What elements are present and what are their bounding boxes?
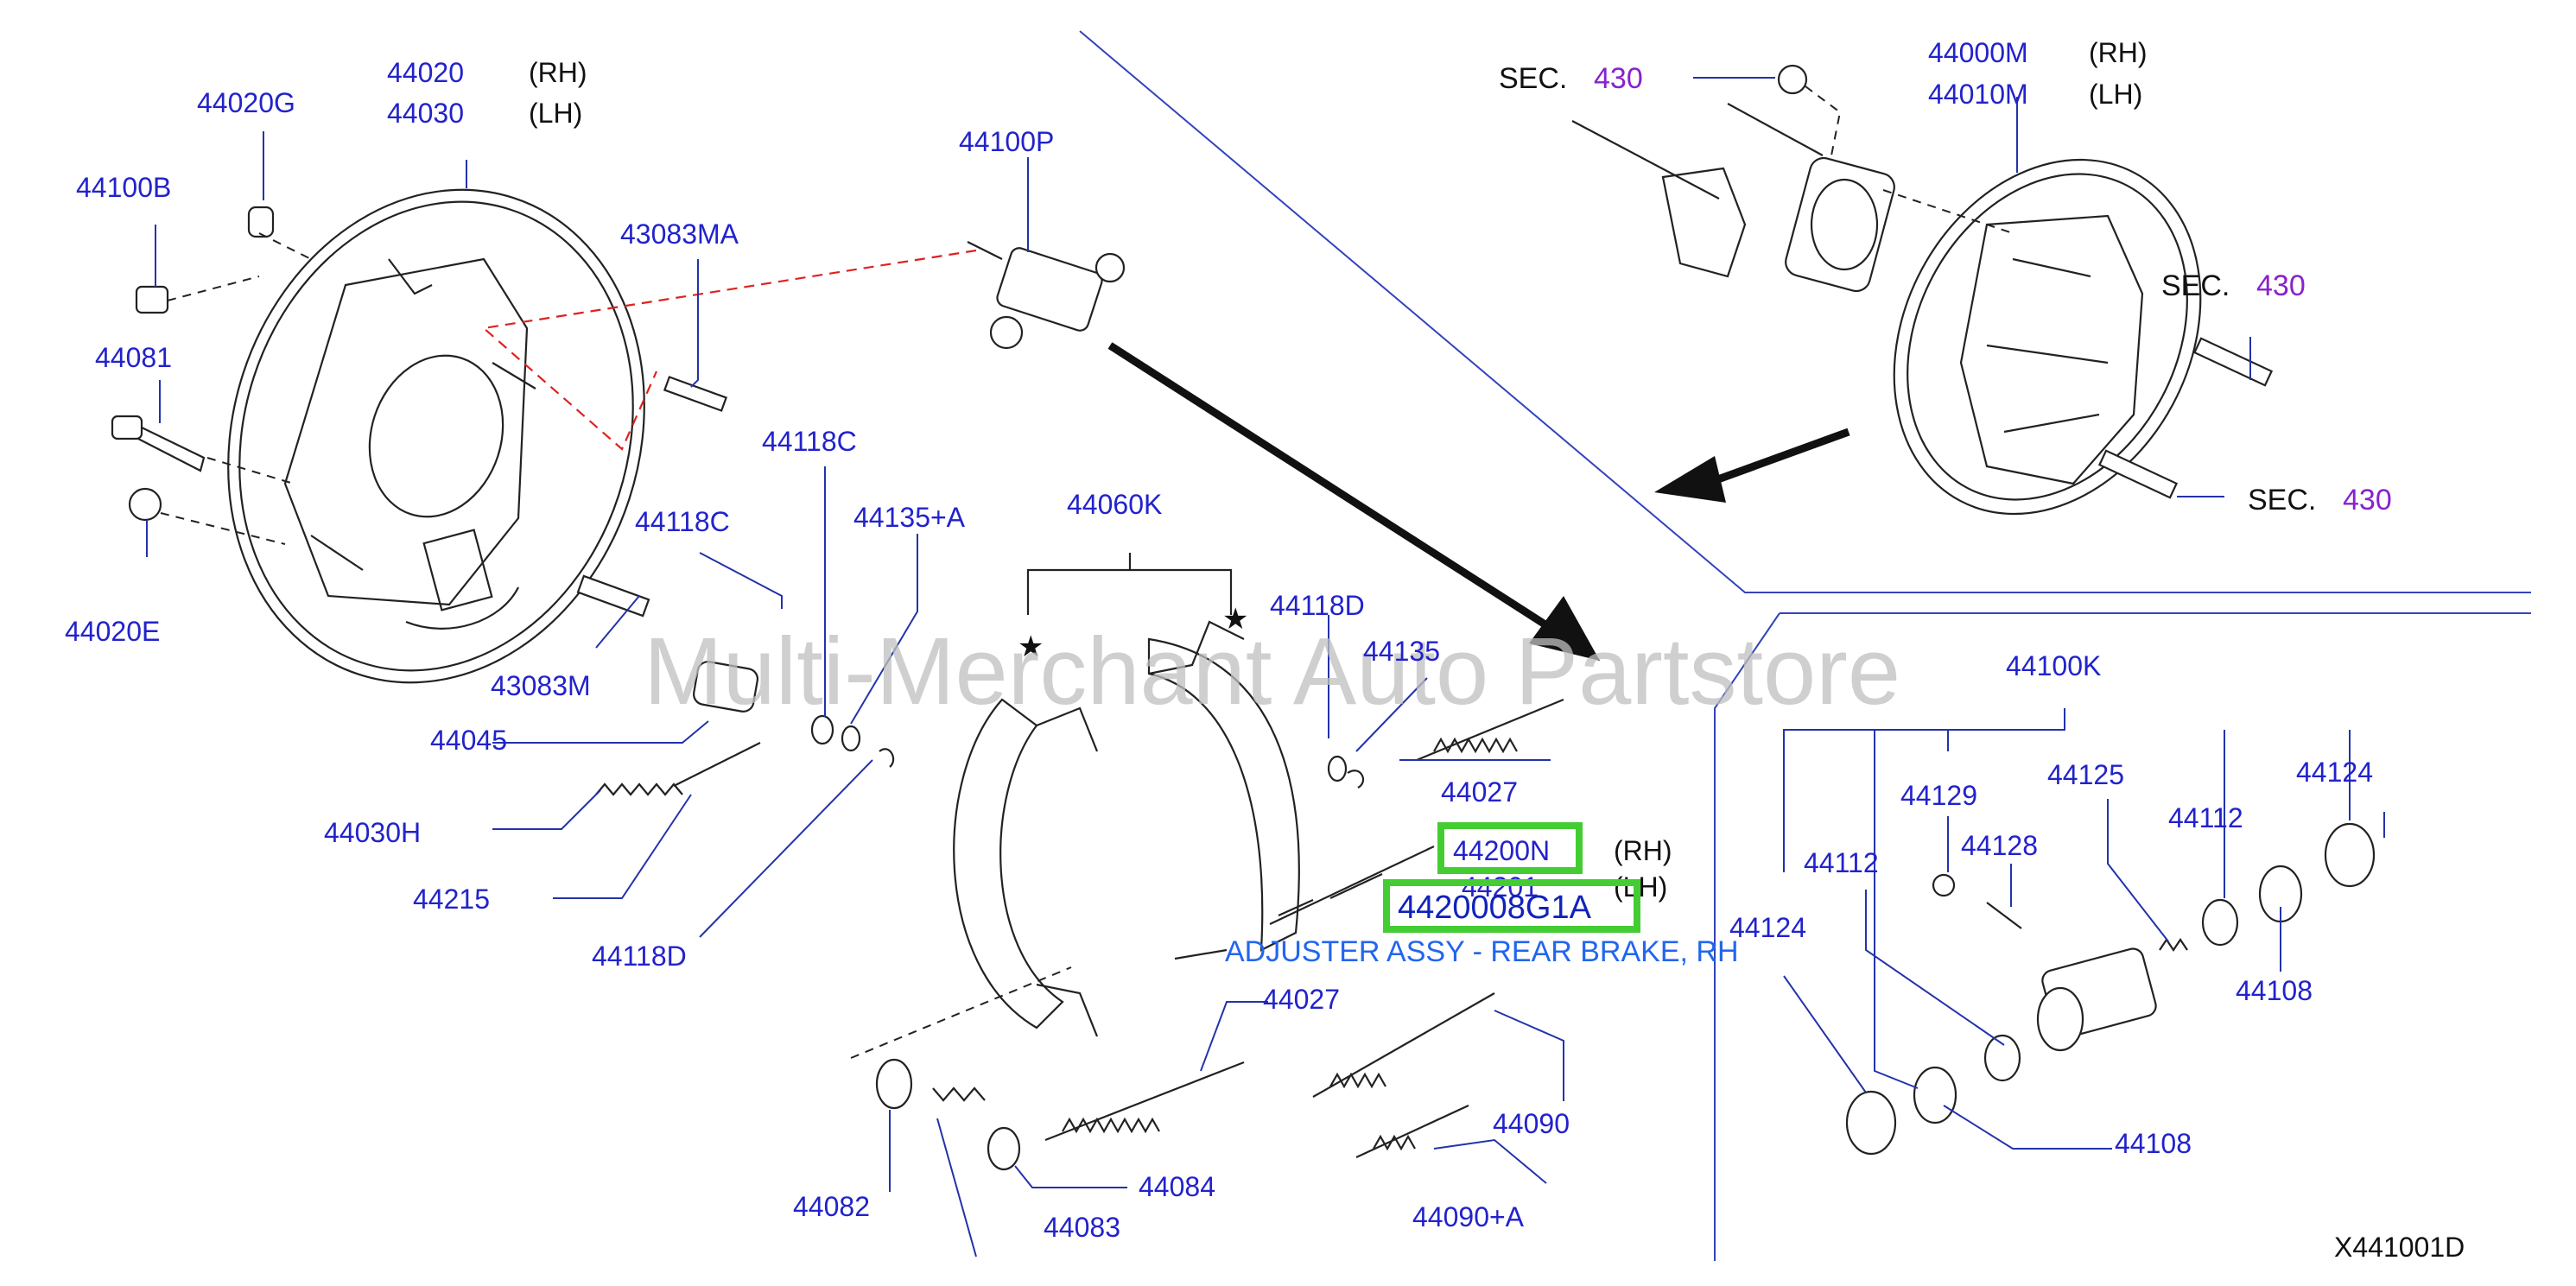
part-label-44118d-a[interactable]: 44118D — [592, 941, 687, 972]
part-label-44027-a[interactable]: 44027 — [1441, 776, 1518, 808]
diagram-reference-code: X441001D — [2334, 1232, 2465, 1263]
selected-part-description: ADJUSTER ASSY - REAR BRAKE, RH — [1225, 935, 1739, 968]
callout-star-icon: ★ — [1018, 630, 1044, 663]
side-label-rh: (RH) — [2089, 37, 2148, 68]
part-label-44100b[interactable]: 44100B — [76, 172, 171, 203]
part-label-44000m[interactable]: 44000M — [1928, 37, 2028, 68]
part-label-44201[interactable]: 44201 — [1462, 871, 1539, 903]
section-label: SEC. — [2161, 269, 2230, 302]
part-label-44030[interactable]: 44030 — [387, 98, 464, 129]
exploded-cylinder-drawing — [1845, 822, 2376, 1156]
part-label-44135a[interactable]: 44135+A — [853, 502, 966, 533]
brake-assembly-drawing — [1571, 64, 2274, 516]
part-label-44118d-b[interactable]: 44118D — [1270, 590, 1365, 621]
section-number-link[interactable]: 430 — [2256, 269, 2306, 302]
part-label-44081[interactable]: 44081 — [95, 342, 172, 373]
section-separators — [1079, 30, 2531, 1261]
part-label-44108-a[interactable]: 44108 — [2236, 975, 2313, 1006]
side-label-lh: (LH) — [529, 98, 582, 129]
part-label-44020g[interactable]: 44020G — [197, 87, 295, 118]
part-label-44118c-a[interactable]: 44118C — [762, 426, 857, 457]
part-label-44082[interactable]: 44082 — [793, 1191, 870, 1222]
part-label-44125[interactable]: 44125 — [2047, 759, 2124, 790]
part-label-44020e[interactable]: 44020E — [65, 616, 160, 647]
part-label-44100p[interactable]: 44100P — [959, 126, 1054, 157]
part-label-44090a[interactable]: 44090+A — [1412, 1201, 1525, 1232]
watermark: Multi-Merchant Auto Partstore — [644, 618, 1900, 725]
part-label-44100k[interactable]: 44100K — [2006, 650, 2101, 681]
part-label-44124-a[interactable]: 44124 — [2296, 757, 2373, 788]
part-label-43083m[interactable]: 43083M — [491, 670, 591, 701]
part-label-44200n[interactable]: 44200N — [1453, 835, 1550, 866]
part-label-44112-a[interactable]: 44112 — [1804, 847, 1879, 878]
part-label-44129[interactable]: 44129 — [1900, 780, 1977, 811]
part-labels: 44020 (RH) 44030 (LH) 44020G 44100B 4408… — [65, 37, 2465, 1263]
backing-plate-drawing — [227, 188, 645, 684]
selected-part-number[interactable]: 4420008G1A — [1398, 890, 1592, 926]
part-label-44020[interactable]: 44020 — [387, 57, 464, 88]
section-label: SEC. — [1499, 62, 1567, 95]
part-label-44010m[interactable]: 44010M — [1928, 79, 2028, 110]
left-fasteners — [111, 206, 728, 545]
highlight-selected-part — [1383, 879, 1640, 933]
side-label-rh: (RH) — [1614, 835, 1672, 866]
part-label-44090[interactable]: 44090 — [1493, 1108, 1570, 1139]
part-label-44083[interactable]: 44083 — [1044, 1212, 1120, 1243]
leader-lines — [146, 77, 2385, 1257]
part-label-44045[interactable]: 44045 — [430, 725, 507, 756]
side-label-lh: (LH) — [1614, 871, 1667, 903]
part-label-44060k[interactable]: 44060K — [1067, 489, 1162, 520]
part-label-43083ma[interactable]: 43083MA — [620, 219, 739, 250]
side-label-rh: (RH) — [529, 57, 587, 88]
wheel-cylinder-44100p — [481, 241, 1126, 451]
section-number-link[interactable]: 430 — [2343, 484, 2392, 516]
highlight-44200n — [1437, 822, 1583, 874]
part-label-44128[interactable]: 44128 — [1961, 830, 2038, 861]
part-label-44084[interactable]: 44084 — [1139, 1171, 1215, 1202]
callout-star-icon: ★ — [1222, 603, 1248, 636]
brake-shoes-drawing: ★ ★ — [953, 553, 1300, 1037]
direction-arrow — [1107, 342, 1850, 661]
part-label-44030h[interactable]: 44030H — [324, 817, 421, 848]
side-label-lh: (LH) — [2089, 79, 2142, 110]
section-label: SEC. — [2248, 484, 2316, 516]
section-number-link[interactable]: 430 — [1594, 62, 1643, 95]
part-label-44215[interactable]: 44215 — [413, 884, 490, 915]
part-label-44124-b[interactable]: 44124 — [1729, 912, 1806, 943]
part-label-44027-b[interactable]: 44027 — [1263, 984, 1340, 1015]
part-label-44135[interactable]: 44135 — [1363, 636, 1440, 667]
part-label-44108-b[interactable]: 44108 — [2115, 1128, 2192, 1159]
part-label-44118c-b[interactable]: 44118C — [635, 506, 730, 537]
part-label-44112-b[interactable]: 44112 — [2168, 802, 2243, 833]
